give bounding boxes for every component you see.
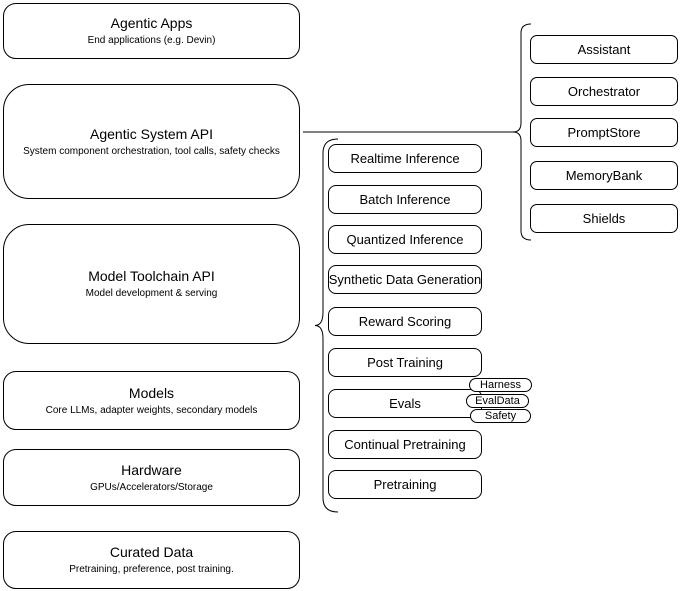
layer-models: Models Core LLMs, adapter weights, secon… bbox=[3, 371, 300, 430]
tag-label: EvalData bbox=[475, 395, 520, 407]
layer-subtitle: Model development & serving bbox=[85, 288, 218, 299]
service-label: Evals bbox=[389, 396, 421, 411]
layer-subtitle: GPUs/Accelerators/Storage bbox=[90, 481, 213, 493]
toolchain-service-post-training: Post Training bbox=[328, 348, 482, 377]
toolchain-service-quantized-inference: Quantized Inference bbox=[328, 225, 482, 254]
system-component-orchestrator: Orchestrator bbox=[530, 77, 678, 106]
layer-subtitle: System component orchestration, tool cal… bbox=[23, 145, 280, 157]
layer-subtitle: End applications (e.g. Devin) bbox=[87, 35, 216, 46]
component-label: PromptStore bbox=[567, 125, 641, 140]
layer-title: Agentic Apps bbox=[110, 15, 193, 31]
layer-subtitle: Core LLMs, adapter weights, secondary mo… bbox=[45, 404, 258, 416]
layer-agentic-system-api: Agentic System API System component orch… bbox=[3, 84, 300, 199]
layer-hardware: Hardware GPUs/Accelerators/Storage bbox=[3, 449, 300, 506]
layer-title: Model Toolchain API bbox=[88, 268, 215, 284]
system-component-promptstore: PromptStore bbox=[530, 118, 678, 147]
layer-subtitle: Pretraining, preference, post training. bbox=[69, 564, 234, 575]
service-label: Pretraining bbox=[373, 477, 437, 492]
service-label: Synthetic Data Generation bbox=[328, 272, 482, 287]
layer-curated-data: Curated Data Pretraining, preference, po… bbox=[3, 531, 300, 589]
evals-tag-harness: Harness bbox=[469, 378, 532, 392]
toolchain-service-batch-inference: Batch Inference bbox=[328, 185, 482, 214]
component-label: Shields bbox=[582, 211, 626, 226]
tag-label: Harness bbox=[480, 379, 521, 391]
component-label: Orchestrator bbox=[567, 84, 641, 99]
service-label: Quantized Inference bbox=[346, 232, 464, 247]
layer-title: Models bbox=[128, 384, 175, 401]
system-component-assistant: Assistant bbox=[530, 35, 678, 64]
system-component-shields: Shields bbox=[530, 204, 678, 233]
toolchain-service-pretraining: Pretraining bbox=[328, 470, 482, 499]
service-label: Post Training bbox=[367, 355, 443, 370]
layer-title: Hardware bbox=[121, 461, 182, 478]
service-label: Realtime Inference bbox=[350, 151, 460, 166]
service-label: Reward Scoring bbox=[358, 314, 452, 329]
evals-tag-safety: Safety bbox=[470, 409, 531, 423]
component-label: Assistant bbox=[577, 42, 631, 57]
service-label: Continual Pretraining bbox=[344, 437, 466, 452]
evals-tag-evaldata: EvalData bbox=[466, 394, 529, 408]
toolchain-service-continual-pretraining: Continual Pretraining bbox=[328, 430, 482, 459]
system-components-brace bbox=[512, 23, 532, 241]
layer-agentic-apps: Agentic Apps End applications (e.g. Devi… bbox=[3, 3, 300, 59]
toolchain-service-realtime-inference: Realtime Inference bbox=[328, 144, 482, 173]
tag-label: Safety bbox=[484, 410, 517, 422]
toolchain-service-reward-scoring: Reward Scoring bbox=[328, 307, 482, 336]
layer-title: Agentic System API bbox=[90, 125, 213, 142]
layer-title: Curated Data bbox=[109, 544, 194, 560]
component-label: MemoryBank bbox=[565, 168, 643, 183]
toolchain-service-synthetic-data-generation: Synthetic Data Generation bbox=[328, 265, 482, 294]
service-label: Batch Inference bbox=[359, 192, 451, 207]
system-component-memorybank: MemoryBank bbox=[530, 161, 678, 190]
toolchain-service-evals: Evals bbox=[328, 389, 482, 418]
layer-model-toolchain-api: Model Toolchain API Model development & … bbox=[3, 224, 300, 344]
